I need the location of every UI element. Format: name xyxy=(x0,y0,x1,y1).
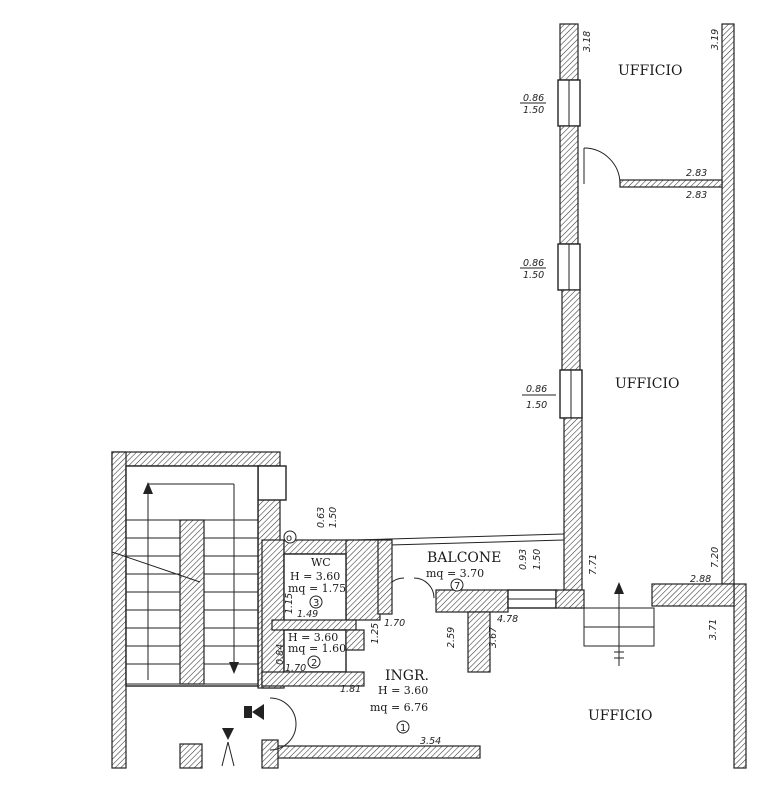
central-wall-seg-3 xyxy=(561,289,581,371)
dim-wc-win-w: 0.63 xyxy=(316,507,327,528)
central-wall-seg-4 xyxy=(563,417,583,609)
partition-wall-top xyxy=(619,179,723,188)
dim-wall-top-right: 3.19 xyxy=(710,29,721,50)
dim-balc-win-h: 1.50 xyxy=(532,549,543,570)
dim-ingr-bottom: 3.54 xyxy=(420,736,441,747)
dim-win1-w: 0.86 xyxy=(523,93,544,104)
rip-area: mq = 1.60 xyxy=(288,642,346,655)
dim-win3-h: 1.50 xyxy=(526,400,547,411)
wc-room xyxy=(283,553,347,625)
door-swing-entrance xyxy=(269,697,297,725)
dim-balc-win-w: 0.93 xyxy=(518,549,529,570)
stair-wall-left xyxy=(111,451,127,769)
balcony-wall xyxy=(435,589,509,613)
room-marker-2: 2 xyxy=(311,658,317,669)
wc-wall-bottom xyxy=(271,619,357,631)
dim-partition-2-88: 2.88 xyxy=(690,574,711,585)
dim-partition-b: 2.83 xyxy=(686,190,707,201)
dim-wc-height: 1.15 xyxy=(284,593,295,614)
svg-text:o: o xyxy=(286,533,292,544)
dim-win1-h: 1.50 xyxy=(523,105,544,116)
dim-win2-w: 0.86 xyxy=(523,258,544,269)
ingr-height: H = 3.60 xyxy=(378,684,428,697)
dim-wc-win-h: 1.50 xyxy=(328,507,339,528)
room-label-ufficio-mid: UFFICIO xyxy=(615,376,679,392)
dim-right-7-20: 7.20 xyxy=(710,547,721,568)
dim-win2-h: 1.50 xyxy=(523,270,544,281)
rip-height: H = 3.60 xyxy=(288,631,338,644)
dim-door-1-70: 1.70 xyxy=(384,618,405,629)
wc-wall-top xyxy=(283,539,355,555)
dim-partition-a: 2.83 xyxy=(686,168,707,179)
partition-wall-2-88 xyxy=(651,583,735,607)
exterior-wall-right xyxy=(721,23,735,585)
door-swing-top-office xyxy=(583,147,621,185)
room-marker-3: 3 xyxy=(313,598,319,609)
central-wall-seg-2 xyxy=(559,125,579,245)
room-label-ingr: INGR. xyxy=(385,668,429,684)
wc-area: mq = 1.75 xyxy=(288,582,346,595)
stair-wall-top xyxy=(111,451,281,467)
wc-wall-right xyxy=(345,539,381,621)
central-wall-seg-1 xyxy=(559,23,579,81)
dim-win3-w: 0.86 xyxy=(526,384,547,395)
stair-cut-line xyxy=(111,551,201,583)
room-label-balcone: BALCONE xyxy=(427,550,501,566)
room-label-wc: WC xyxy=(311,556,331,569)
dim-wall-3-67: 3.67 xyxy=(488,627,499,648)
dim-rip-height: 0.84 xyxy=(275,644,286,665)
dim-door-1-25: 1.25 xyxy=(370,623,381,644)
ingr-wall-bottom xyxy=(261,745,481,759)
dim-right-7-71: 7.71 xyxy=(588,554,599,575)
stair-well xyxy=(179,519,205,685)
rip-wall-bottom xyxy=(261,671,365,687)
balcone-area: mq = 3.70 xyxy=(426,567,484,580)
room-label-ufficio-bottom: UFFICIO xyxy=(588,708,652,724)
dim-ingr-width: 1.81 xyxy=(340,684,361,695)
room-marker-1: 1 xyxy=(400,723,406,734)
wc-height: H = 3.60 xyxy=(290,570,340,583)
room-label-ufficio-top: UFFICIO xyxy=(618,63,682,79)
dim-wall-top-left: 3.18 xyxy=(582,31,593,52)
balcony-railing xyxy=(353,533,565,541)
dim-right-3-71: 3.71 xyxy=(708,619,719,640)
ingr-area: mq = 6.76 xyxy=(370,701,428,714)
dim-wall-2-59: 2.59 xyxy=(446,627,457,648)
dim-rip-width: 1.70 xyxy=(285,663,306,674)
dim-wall-4-78: 4.78 xyxy=(497,614,518,625)
exterior-wall-right-lower xyxy=(733,583,747,769)
room-marker-7: 7 xyxy=(454,581,460,592)
dim-wc-width: 1.49 xyxy=(297,609,318,620)
